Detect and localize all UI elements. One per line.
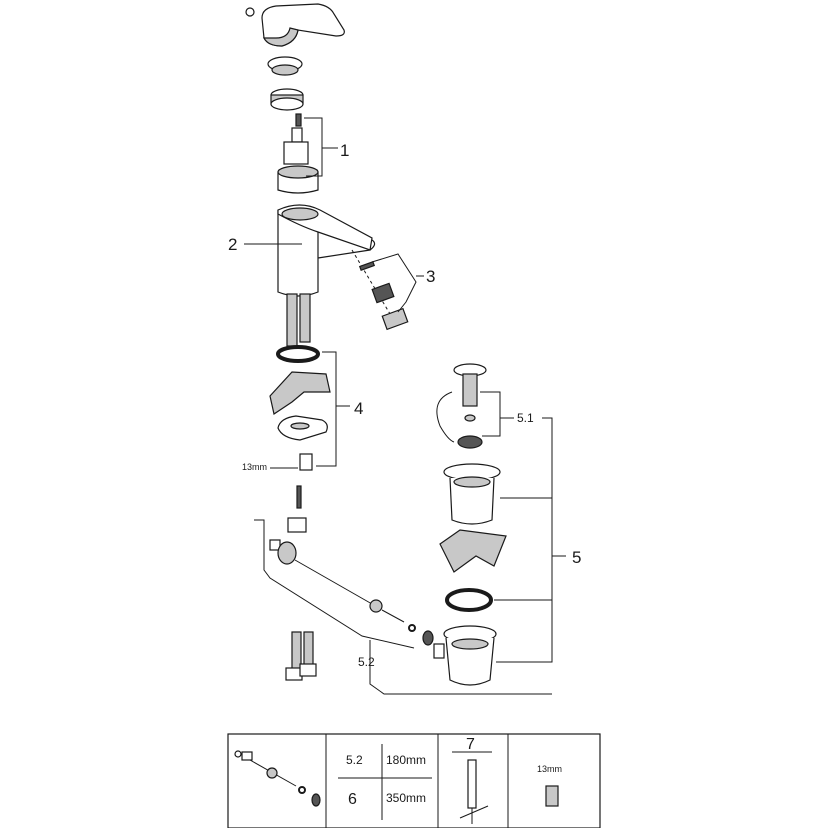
pop-up-waste xyxy=(433,363,507,686)
table-row-1-length: 180mm xyxy=(386,753,426,767)
aerator-parts xyxy=(351,249,409,331)
handle-lever xyxy=(245,3,345,47)
table-wrench-size: 13mm xyxy=(537,764,562,774)
supply-hoses xyxy=(285,631,317,681)
faucet-body xyxy=(277,204,376,347)
table-row-2-length: 350mm xyxy=(386,791,426,805)
mounting-set xyxy=(269,345,331,471)
callout-5-1: 5.1 xyxy=(517,411,534,425)
cover-cap xyxy=(267,56,303,76)
pop-up-linkage xyxy=(269,485,434,646)
socket-13mm-icon xyxy=(545,785,559,807)
callout-5: 5 xyxy=(572,548,581,567)
wrench-size-label: 13mm xyxy=(242,462,267,472)
tool-7-illustration xyxy=(459,759,489,824)
linkage-rod-illustration xyxy=(234,750,321,807)
cartridge-parts xyxy=(277,113,319,194)
callout-3: 3 xyxy=(426,267,435,286)
table-row-2-part: 6 xyxy=(348,791,357,808)
tool-number-label: 7 xyxy=(466,736,475,753)
table-row-1-part: 5.2 xyxy=(346,753,363,767)
callout-1: 1 xyxy=(340,141,349,160)
callout-4: 4 xyxy=(354,399,363,418)
callout-5-2: 5.2 xyxy=(358,655,375,669)
parts-table xyxy=(227,733,601,828)
callout-2: 2 xyxy=(228,235,237,254)
nut-ring xyxy=(270,88,304,111)
